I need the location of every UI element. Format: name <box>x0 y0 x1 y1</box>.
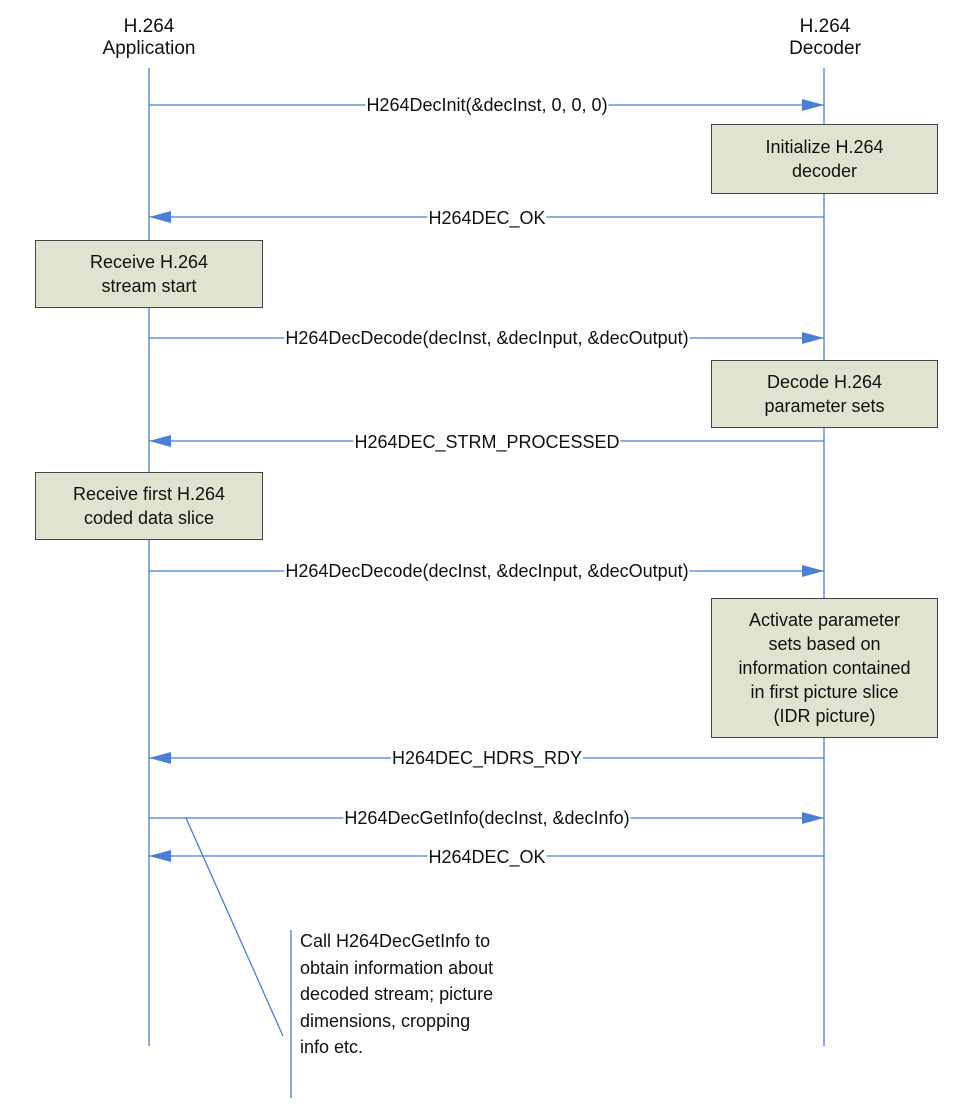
box-receive-stream-start: Receive H.264 stream start <box>35 240 263 308</box>
arrowhead <box>149 752 171 764</box>
message-init-ok-label: H264DEC_OK <box>427 207 547 229</box>
message-init-label: H264DecInit(&decInst, 0, 0, 0) <box>365 94 609 116</box>
message-hdrs-rdy-label: H264DEC_HDRS_RDY <box>390 747 584 769</box>
participant-decoder-line2: Decoder <box>789 38 861 59</box>
box-initialize-decoder-line1: Initialize H.264 <box>765 137 884 157</box>
box-receive-first-slice: Receive first H.264 coded data slice <box>35 472 263 540</box>
arrowhead <box>802 332 824 344</box>
arrowhead <box>802 99 824 111</box>
message-decode-2-label: H264DecDecode(decInst, &decInput, &decOu… <box>284 560 690 582</box>
box-receive-stream-start-line1: Receive H.264 <box>89 252 209 272</box>
arrowhead <box>149 211 171 223</box>
box-activate-parameter-sets-line3: information contained <box>738 658 911 678</box>
participant-application-line1: H.264 <box>123 16 175 37</box>
participant-application-line2: Application <box>102 38 196 59</box>
message-getinfo-label: H264DecGetInfo(decInst, &decInfo) <box>343 807 631 829</box>
box-activate-parameter-sets: Activate parameter sets based on informa… <box>711 598 938 738</box>
arrowhead <box>149 435 171 447</box>
note-getinfo-line5: info etc. <box>300 1037 364 1057</box>
box-decode-parameter-sets-line2: parameter sets <box>764 396 885 416</box>
participant-application: H.264 Application <box>49 16 249 60</box>
note-getinfo-line2: obtain information about <box>300 957 494 978</box>
box-receive-stream-start-line2: stream start <box>101 276 197 296</box>
message-decode-1-label: H264DecDecode(decInst, &decInput, &decOu… <box>284 327 690 349</box>
note-getinfo-line4: dimensions, cropping <box>300 1010 471 1031</box>
box-activate-parameter-sets-line4: in first picture slice <box>750 682 899 702</box>
note-getinfo-line3: decoded stream; picture <box>300 984 494 1004</box>
arrowhead <box>802 812 824 824</box>
message-strm-processed-label: H264DEC_STRM_PROCESSED <box>353 431 621 453</box>
note-getinfo-line1: Call H264DecGetInfo to <box>300 931 491 951</box>
box-decode-parameter-sets-line1: Decode H.264 <box>766 372 883 392</box>
box-activate-parameter-sets-line1: Activate parameter <box>748 610 901 630</box>
box-activate-parameter-sets-line2: sets based on <box>768 634 881 654</box>
box-initialize-decoder-line2: decoder <box>791 161 858 181</box>
box-receive-first-slice-line2: coded data slice <box>83 508 215 528</box>
participant-decoder-line1: H.264 <box>799 16 851 37</box>
arrowhead <box>149 850 171 862</box>
box-activate-parameter-sets-line5: (IDR picture) <box>773 706 876 726</box>
note-getinfo: Call H264DecGetInfo to obtain informatio… <box>300 928 540 1061</box>
note-connector-line <box>185 817 284 1037</box>
box-receive-first-slice-line1: Receive first H.264 <box>72 484 226 504</box>
box-decode-parameter-sets: Decode H.264 parameter sets <box>711 360 938 428</box>
message-getinfo-ok-label: H264DEC_OK <box>427 846 547 868</box>
participant-decoder: H.264 Decoder <box>725 16 925 60</box>
box-initialize-decoder: Initialize H.264 decoder <box>711 124 938 194</box>
arrowhead <box>802 565 824 577</box>
